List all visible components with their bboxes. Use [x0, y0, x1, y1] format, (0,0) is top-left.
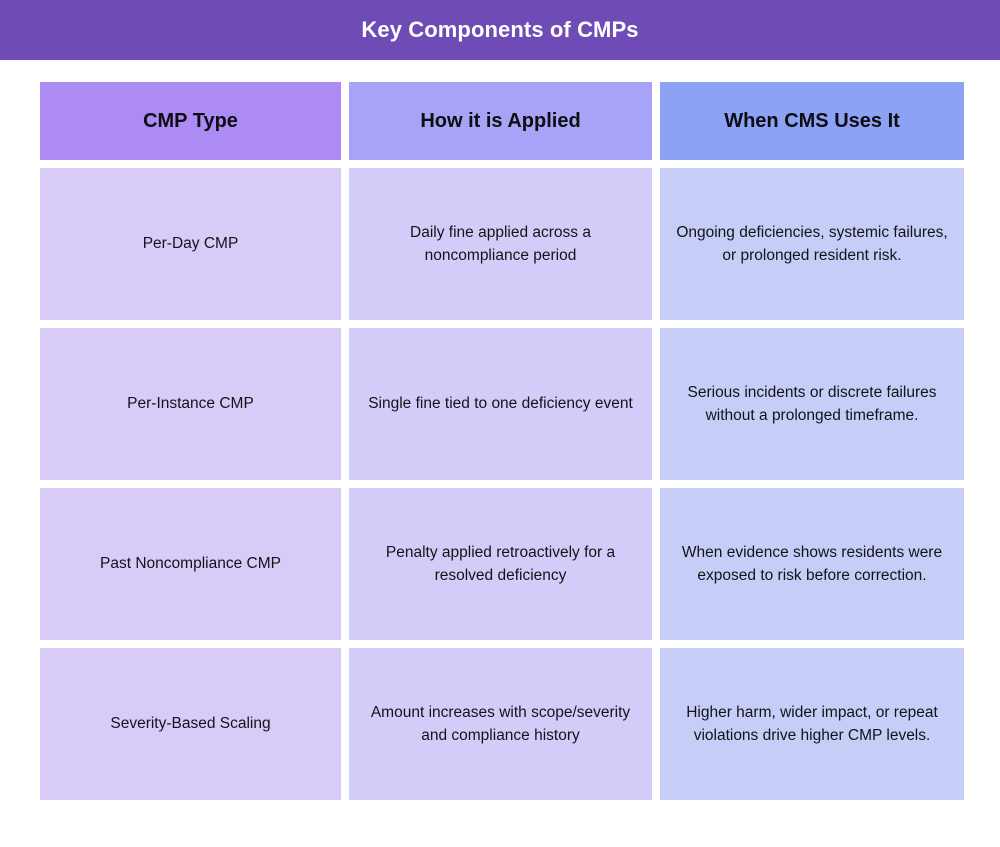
cell-cmp-type: Severity-Based Scaling — [40, 648, 341, 800]
cell-text: Amount increases with scope/severity and… — [370, 703, 631, 744]
cell-how-applied: Penalty applied retroactively for a reso… — [349, 488, 652, 640]
cmp-components-table: CMP Type How it is Applied When CMS Uses… — [40, 82, 964, 800]
table-row: Per-Day CMP Daily fine applied across a … — [40, 168, 964, 320]
cell-when-used: Serious incidents or discrete failures w… — [660, 328, 964, 480]
cell-text: Serious incidents or discrete failures w… — [687, 383, 937, 424]
cell-text: Single fine tied to one deficiency event — [368, 395, 633, 413]
cell-when-used: Ongoing deficiencies, systemic failures,… — [660, 168, 964, 320]
cell-when-used: Higher harm, wider impact, or repeat vio… — [660, 648, 964, 800]
table-header-row: CMP Type How it is Applied When CMS Uses… — [40, 82, 964, 160]
column-header-when-used: When CMS Uses It — [660, 82, 964, 160]
cell-text: Ongoing deficiencies, systemic failures,… — [676, 223, 948, 264]
cell-how-applied: Single fine tied to one deficiency event — [349, 328, 652, 480]
cell-text: Higher harm, wider impact, or repeat vio… — [686, 703, 938, 744]
cell-how-applied: Amount increases with scope/severity and… — [349, 648, 652, 800]
cell-cmp-type: Past Noncompliance CMP — [40, 488, 341, 640]
column-header-label: How it is Applied — [420, 109, 581, 132]
page-title: Key Components of CMPs — [361, 17, 639, 42]
cell-text: Daily fine applied across a noncomplianc… — [410, 223, 591, 264]
cell-text: When evidence shows residents were expos… — [681, 543, 943, 584]
cell-cmp-type: Per-Instance CMP — [40, 328, 341, 480]
column-header-cmp-type: CMP Type — [40, 82, 341, 160]
table-row: Per-Instance CMP Single fine tied to one… — [40, 328, 964, 480]
table-row: Past Noncompliance CMP Penalty applied r… — [40, 488, 964, 640]
table-row: Severity-Based Scaling Amount increases … — [40, 648, 964, 800]
column-header-label: CMP Type — [143, 109, 238, 132]
cell-text: Severity-Based Scaling — [110, 715, 271, 733]
cell-text: Penalty applied retroactively for a reso… — [385, 543, 616, 584]
cell-cmp-type: Per-Day CMP — [40, 168, 341, 320]
cell-when-used: When evidence shows residents were expos… — [660, 488, 964, 640]
column-header-how-applied: How it is Applied — [349, 82, 652, 160]
column-header-label: When CMS Uses It — [724, 109, 900, 132]
cell-how-applied: Daily fine applied across a noncomplianc… — [349, 168, 652, 320]
cell-text: Past Noncompliance CMP — [100, 555, 281, 573]
cell-text: Per-Day CMP — [142, 235, 239, 253]
page-banner: Key Components of CMPs — [0, 0, 1000, 60]
cell-text: Per-Instance CMP — [127, 395, 254, 413]
